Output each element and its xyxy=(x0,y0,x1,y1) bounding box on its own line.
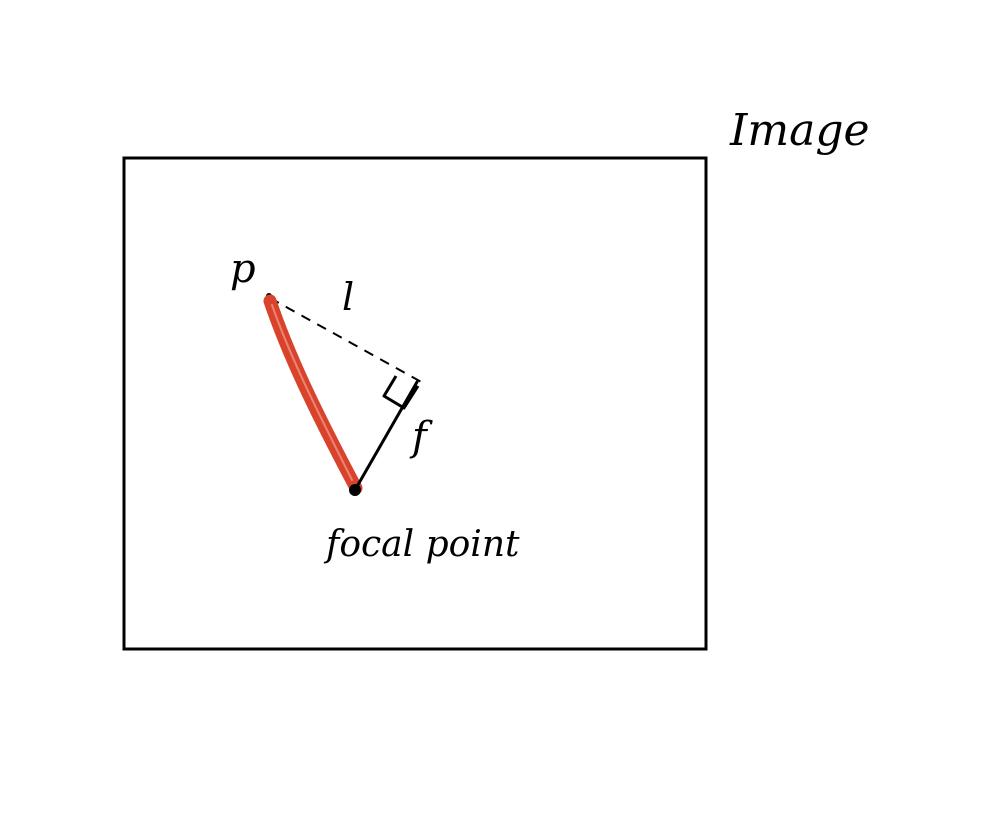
highlight-segment xyxy=(263,294,363,495)
title-label: Image xyxy=(729,105,870,156)
focal-length-line-f xyxy=(353,380,419,492)
focal-point-label: focal point xyxy=(323,524,520,565)
highlight-segment-shine xyxy=(271,304,353,481)
distance-label-l: l xyxy=(342,275,354,319)
point-p-label: p xyxy=(230,246,256,292)
distance-line-l xyxy=(269,297,426,385)
right-angle-marker xyxy=(382,375,420,410)
focal-length-label-f: f xyxy=(409,414,433,460)
image-frame xyxy=(122,156,708,651)
focal-point-dot xyxy=(349,484,361,496)
